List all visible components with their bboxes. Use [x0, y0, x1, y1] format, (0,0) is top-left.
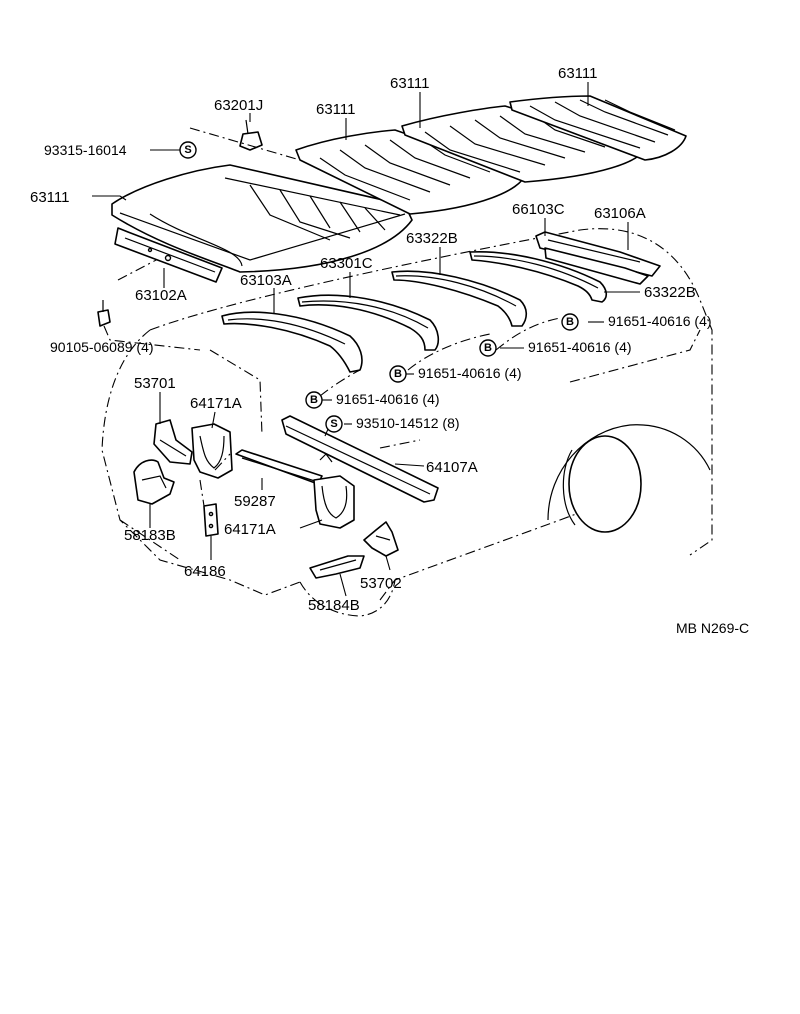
bolt-90105	[97, 300, 111, 327]
cross-member-64107A	[281, 415, 439, 503]
label-64171A-a: 64171A	[190, 395, 242, 412]
svg-text:B: B	[484, 342, 492, 354]
label-64171A-b: 64171A	[224, 521, 276, 538]
label-91651-b: 91651-40616 (4)	[528, 339, 632, 355]
roof-bow-63322B-rear	[469, 250, 608, 303]
roof-panel-front	[111, 164, 413, 273]
label-63111-c: 63111	[558, 65, 598, 82]
label-63322B-a: 63322B	[406, 230, 458, 247]
roof-bow-63322B-front	[391, 270, 528, 327]
svg-text:B: B	[566, 316, 574, 328]
bracket-53701	[153, 419, 193, 465]
connector-91651-d	[569, 329, 701, 383]
label-64107A: 64107A	[426, 459, 478, 476]
label-53702: 53702	[360, 575, 402, 592]
label-59287: 59287	[234, 493, 276, 510]
label-91651-a: 91651-40616 (4)	[608, 313, 712, 329]
leader-93315	[189, 127, 301, 161]
label-63102A: 63102A	[135, 287, 187, 304]
label-63106A: 63106A	[594, 205, 646, 222]
marker-s-93315: S	[179, 141, 197, 159]
svg-text:B: B	[394, 368, 402, 380]
label-93510: 93510-14512 (8)	[356, 415, 460, 431]
label-63111-a: 63111	[316, 101, 356, 118]
label-63322B-b: 63322B	[644, 284, 696, 301]
extension-58183B	[133, 459, 175, 505]
label-91651-c: 91651-40616 (4)	[418, 365, 522, 381]
plate-64186	[203, 503, 219, 537]
label-53701: 53701	[134, 375, 176, 392]
panel-59287	[235, 449, 323, 485]
svg-text:S: S	[330, 418, 337, 430]
label-91651-d: 91651-40616 (4)	[336, 391, 440, 407]
label-63201J: 63201J	[214, 97, 263, 114]
leader-lines	[92, 82, 640, 597]
label-63111-d: 63111	[30, 189, 70, 206]
marker-s-93510: S	[325, 415, 343, 433]
label-66103C: 66103C	[512, 201, 565, 218]
bracket-53702	[363, 521, 399, 557]
roof-header-front	[114, 227, 223, 283]
label-90105: 90105-06089 (4)	[50, 339, 154, 355]
label-64186: 64186	[184, 563, 226, 580]
connector-64186	[199, 479, 205, 507]
marker-b-91651-c: B	[389, 365, 407, 383]
roof-panel-rear	[509, 95, 687, 161]
part-labels: 63201J 63111 63111 63111 63111 93315-160…	[30, 65, 749, 636]
label-63301C: 63301C	[320, 255, 373, 272]
connector-91651-a	[495, 317, 561, 351]
label-58183B: 58183B	[124, 527, 176, 544]
reinforcement-64171A-upper	[191, 423, 233, 479]
roof-bow-63103A	[221, 311, 363, 373]
extension-58184B	[309, 555, 365, 579]
reference-code: MB N269-C	[676, 620, 749, 636]
label-63103A: 63103A	[240, 272, 292, 289]
label-93315: 93315-16014	[44, 142, 127, 158]
label-58184B: 58184B	[308, 597, 360, 614]
connector-91651-c	[319, 369, 361, 397]
marker-b-91651-a: B	[561, 313, 579, 331]
svg-text:B: B	[310, 394, 318, 406]
reinforcement-64171A-lower	[313, 475, 355, 529]
connector-59287	[214, 453, 231, 471]
svg-text:S: S	[184, 144, 191, 156]
marker-b-91651-b: B	[479, 339, 497, 357]
label-63111-b: 63111	[390, 75, 430, 92]
roof-rail-66103C	[535, 231, 661, 285]
connector-91651-b	[407, 333, 491, 371]
marker-b-91651-d: B	[305, 391, 323, 409]
connector-90105	[103, 325, 201, 351]
rear-wheel	[547, 424, 711, 533]
roof-bow-63301C	[297, 294, 440, 351]
